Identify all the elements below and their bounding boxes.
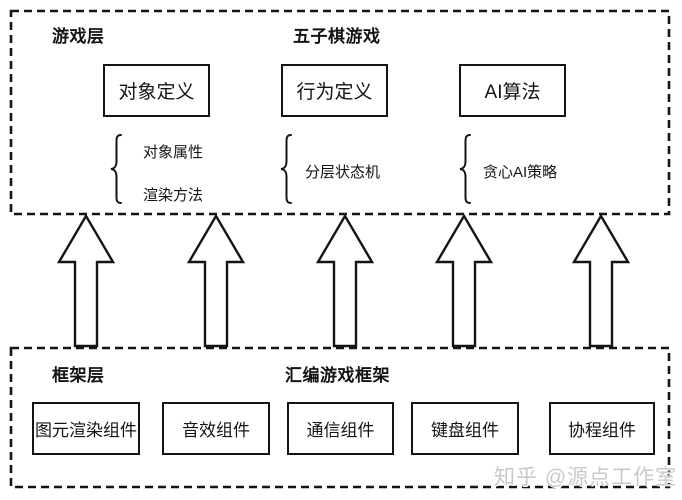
- up-arrow-icon: [186, 213, 246, 348]
- detail-render-methods: 渲染方法: [143, 187, 204, 204]
- box-primitive-render-component: 图元渲染组件: [32, 402, 140, 455]
- box-communication-component: 通信组件: [287, 402, 394, 455]
- box-label: 键盘组件: [431, 421, 499, 440]
- box-label: 音效组件: [182, 421, 250, 440]
- framework-layer-border: [9, 346, 671, 489]
- framework-layer-label: 框架层: [52, 366, 105, 385]
- up-arrow-icon: [56, 213, 116, 348]
- game-layer-border: [9, 9, 671, 216]
- game-layer-title: 五子棋游戏: [293, 27, 381, 46]
- box-label: 协程组件: [568, 421, 636, 440]
- box-keyboard-component: 键盘组件: [411, 402, 519, 455]
- box-sound-component: 音效组件: [162, 402, 270, 455]
- box-label: 行为定义: [296, 82, 373, 103]
- box-label: 通信组件: [306, 421, 375, 440]
- left-brace-icon: [110, 134, 122, 204]
- left-brace-icon: [459, 134, 471, 204]
- detail-hierarchical-state-machine: 分层状态机: [305, 164, 381, 181]
- game-layer-label: 游戏层: [52, 27, 105, 46]
- box-object-definition: 对象定义: [103, 64, 210, 117]
- box-behavior-definition: 行为定义: [281, 64, 388, 117]
- framework-layer-title: 汇编游戏框架: [285, 366, 390, 385]
- zhihu-watermark: 知乎 @源点工作室: [494, 466, 678, 489]
- box-label: 对象定义: [118, 82, 195, 103]
- box-label: 图元渲染组件: [35, 421, 137, 440]
- left-brace-icon: [280, 134, 292, 204]
- detail-object-attributes: 对象属性: [143, 144, 204, 161]
- up-arrow-icon: [434, 213, 494, 348]
- up-arrow-icon: [315, 213, 375, 348]
- up-arrow-icon: [571, 213, 631, 348]
- box-coroutine-component: 协程组件: [549, 402, 655, 455]
- detail-greedy-ai-strategy: 贪心AI策略: [483, 164, 558, 181]
- box-label: AI算法: [484, 82, 541, 103]
- box-ai-algorithm: AI算法: [459, 64, 566, 117]
